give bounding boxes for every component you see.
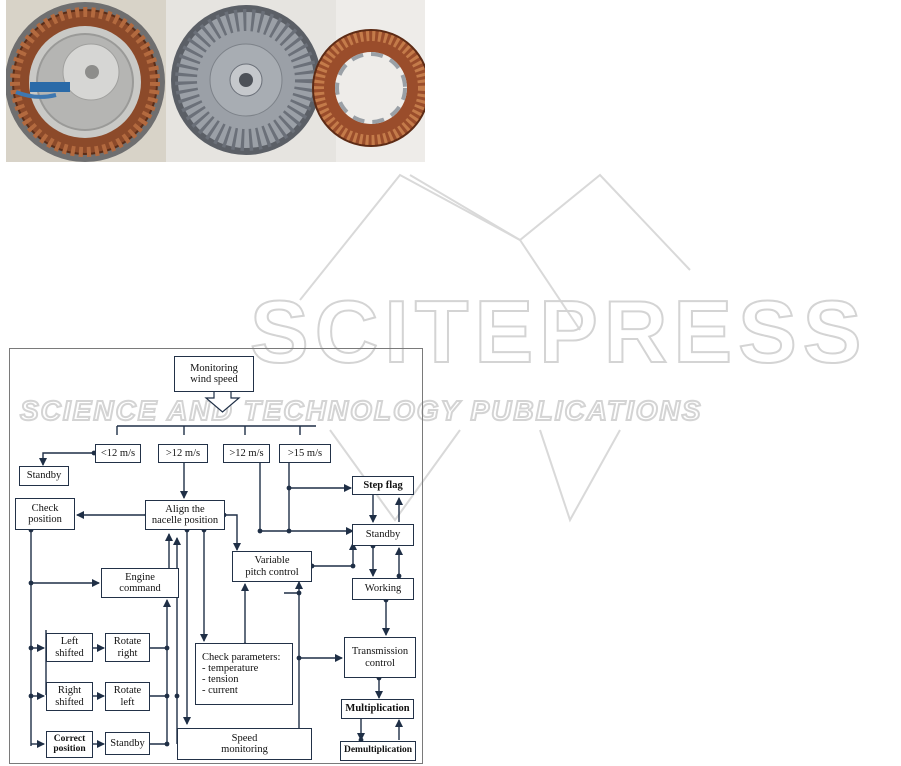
- standby-top-node: Standby: [19, 466, 69, 486]
- rotor-image: [171, 5, 321, 155]
- correct-position-node: Correct position: [46, 731, 93, 758]
- step-flag-node: Step flag: [352, 476, 414, 495]
- right-shifted-node: Right shifted: [46, 682, 93, 711]
- rotate-right-node: Rotate right: [105, 633, 150, 662]
- standby-right-node: Standby: [352, 524, 414, 546]
- check-position-node: Check position: [15, 498, 75, 530]
- check-parameters-node: Check parameters: - temperature - tensio…: [195, 643, 293, 705]
- left-shifted-node: Left shifted: [46, 633, 93, 662]
- rotate-left-node: Rotate left: [105, 682, 150, 711]
- align-nacelle-node: Align the nacelle position: [145, 500, 225, 530]
- motor-components-photo: [6, 0, 425, 162]
- wind-above-12-node-b: >12 m/s: [223, 444, 270, 463]
- working-node: Working: [352, 578, 414, 600]
- transmission-control-node: Transmission control: [344, 637, 416, 678]
- stator-in-drum-image: [6, 2, 165, 162]
- flowchart-frame: [9, 348, 423, 764]
- wind-turbine-control-flowchart: Monitoring wind speed <12 m/s >12 m/s >1…: [9, 348, 423, 764]
- stator-image: [312, 29, 425, 147]
- demultiplication-node: Demultiplication: [340, 741, 416, 761]
- speed-monitoring-node: Speed monitoring: [177, 728, 312, 760]
- multiplication-node: Multiplication: [341, 699, 414, 719]
- monitoring-wind-speed-node: Monitoring wind speed: [174, 356, 254, 392]
- wind-above-15-node: >15 m/s: [279, 444, 331, 463]
- standby-bottom-node: Standby: [105, 732, 150, 755]
- wind-below-12-node: <12 m/s: [95, 444, 141, 463]
- wind-above-12-node-a: >12 m/s: [158, 444, 208, 463]
- engine-command-node: Engine command: [101, 568, 179, 598]
- variable-pitch-control-node: Variable pitch control: [232, 551, 312, 582]
